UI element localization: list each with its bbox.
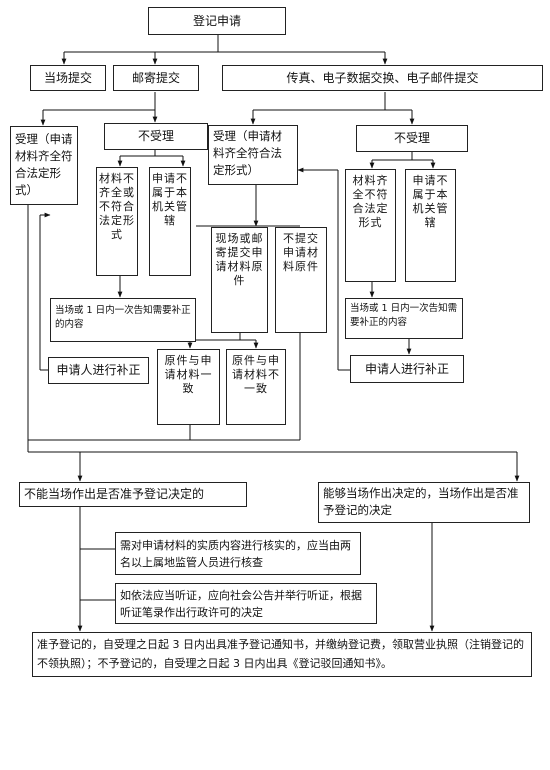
not-submit-original-box: 不提交申请材料原件	[275, 227, 327, 333]
left-reason-incomplete-box: 材料不齐全或不符合法定形式	[96, 167, 138, 276]
electronic-submit-box: 传真、电子数据交换、电子邮件提交	[222, 65, 543, 91]
right-notify-box: 当场或 1 日内一次告知需要补正的内容	[345, 298, 463, 339]
present-original-box: 现场或邮寄提交申请材料原件	[211, 227, 268, 333]
onsite-submit-box: 当场提交	[30, 65, 106, 91]
left-reason-not-ours-box: 申请不属于本机关管辖	[149, 167, 191, 276]
right-reason-not-ours-box: 申请不属于本机关管辖	[405, 169, 456, 282]
final-decision-box: 准予登记的，自受理之日起 3 日内出具准予登记通知书，并缴纳登记费，领取营业执照…	[32, 632, 532, 677]
right-correction-box: 申请人进行补正	[350, 355, 464, 383]
original-consistent-box: 原件与申请材料一致	[157, 349, 220, 425]
left-correction-box: 申请人进行补正	[48, 357, 149, 384]
cannot-onsite-box: 不能当场作出是否准予登记决定的	[19, 482, 247, 507]
can-onsite-box: 能够当场作出决定的，当场作出是否准予登记的决定	[318, 482, 530, 523]
hearing-box: 如依法应当听证，应向社会公告并举行听证，根据听证笔录作出行政许可的决定	[115, 583, 377, 624]
left-accept-box: 受理（申请材料齐全符合法定形式）	[10, 126, 78, 205]
left-notify-box: 当场或 1 日内一次告知需要补正的内容	[50, 298, 196, 342]
right-reason-incomplete-box: 材料齐全不符合法定形式	[345, 169, 396, 282]
mail-submit-box: 邮寄提交	[113, 65, 199, 91]
verify-box: 需对申请材料的实质内容进行核实的，应当由两名以上属地监管人员进行核查	[115, 532, 361, 575]
left-reject-box: 不受理	[104, 123, 208, 150]
middle-accept-box: 受理（申请材料齐全符合法定形式）	[208, 125, 298, 185]
right-reject-box: 不受理	[356, 125, 468, 152]
original-inconsistent-box: 原件与申请材料不一致	[226, 349, 286, 425]
title-box: 登记申请	[148, 7, 286, 35]
